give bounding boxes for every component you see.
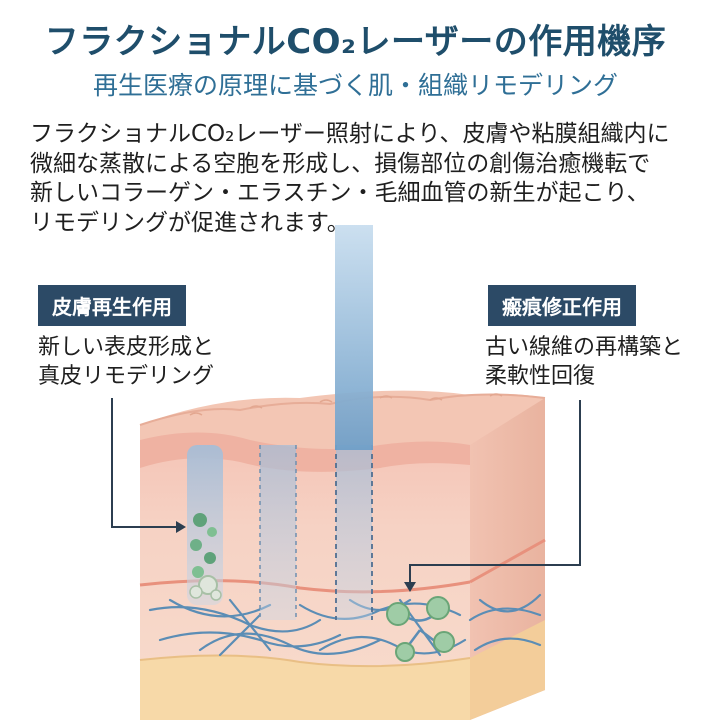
description-line: 真皮リモデリング [38,364,215,389]
scar-correction-badge: 瘢痕修正作用 [488,285,636,326]
page-title: フラクショナルCO₂レーザーの作用機序 [44,22,667,62]
intro-line: 新しいコラーゲン・エラスチン・毛細血管の新生が起こり、 [30,180,650,206]
skin-regeneration-badge: 皮膚再生作用 [38,285,186,326]
intro-paragraph: フラクショナルCO₂レーザー照射により、皮膚や粘膜組織内に 微細な蒸散による空胞… [30,120,700,238]
right-leader-arrow [404,400,581,592]
intro-line: リモデリングが促進されます。 [30,209,350,236]
skin-regeneration-description: 新しい表皮形成と 真皮リモデリング [38,333,214,391]
description-line: 新しい表皮形成と [38,335,215,360]
scar-correction-description: 古い線維の再構築と 柔軟性回復 [485,333,683,391]
description-line: 柔軟性回復 [485,364,596,389]
left-leader-arrow [111,398,186,533]
page-subtitle: 再生医療の原理に基づく肌・組織リモデリング [92,71,618,100]
fibroblast-cells [386,596,455,662]
laser-beam [335,225,373,450]
laser-micro-channels [187,445,373,620]
description-line: 古い線維の再構築と [485,335,684,360]
intro-line: フラクショナルCO₂レーザー照射により、皮膚や粘膜組織内に [30,121,670,147]
skin-side-face [469,398,546,720]
intro-line: 微細な蒸散による空胞を形成し、損傷部位の創傷治癒機転で [30,150,651,177]
